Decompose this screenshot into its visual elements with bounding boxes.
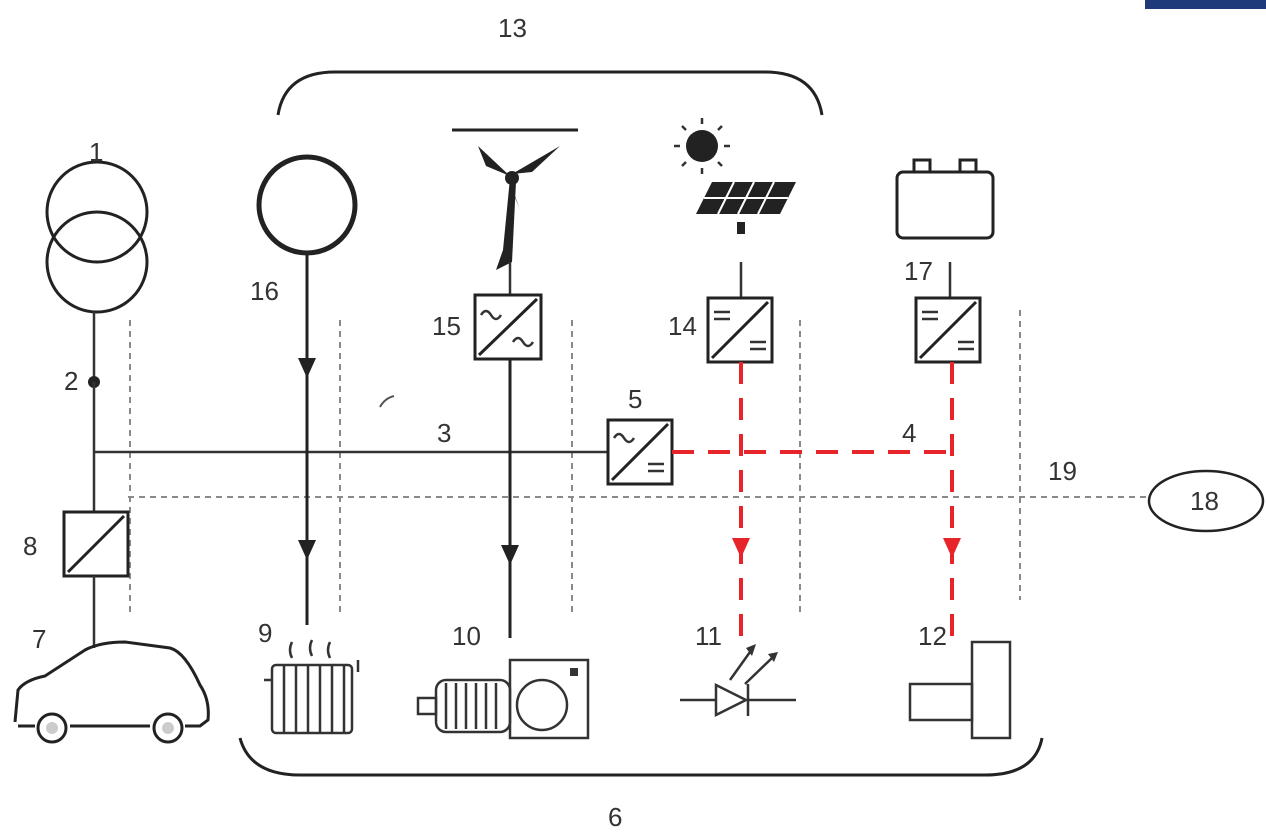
- corner-badge: [1145, 0, 1266, 9]
- label-9: 9: [258, 618, 272, 648]
- label-11: 11: [695, 621, 722, 651]
- inverter-icon: [473, 293, 543, 361]
- label-6: 6: [608, 802, 622, 832]
- motor-icon: [416, 658, 590, 740]
- led-icon: [680, 644, 796, 718]
- inverter-icon: [606, 418, 674, 486]
- controller-ellipse-icon: [1147, 469, 1265, 533]
- label-14: 14: [668, 311, 697, 341]
- label-7: 7: [32, 624, 46, 654]
- radiator-icon: [264, 639, 360, 735]
- stray-mark: [379, 395, 395, 408]
- label-13: 13: [498, 13, 527, 43]
- label-1: 1: [89, 137, 103, 167]
- label-16: 16: [250, 276, 279, 306]
- solar-panel-icon: [696, 181, 796, 234]
- label-15: 15: [432, 311, 461, 341]
- battery-icon: [895, 158, 995, 240]
- label-3: 3: [437, 418, 451, 448]
- label-2: 2: [64, 366, 78, 396]
- top-brace: [276, 70, 824, 116]
- dc-bus-lines: [672, 362, 954, 640]
- wind-turbine-icon: [478, 146, 560, 270]
- label-19: 19: [1048, 456, 1077, 486]
- label-12: 12: [918, 621, 947, 651]
- bottom-brace: [238, 737, 1044, 777]
- label-10: 10: [452, 621, 481, 651]
- label-8: 8: [23, 531, 37, 561]
- label-17: 17: [904, 256, 933, 286]
- car-icon: [13, 640, 210, 744]
- dc-dc-converter-icon: [706, 296, 774, 364]
- transformer-icon: [45, 160, 149, 314]
- label-4: 4: [902, 418, 916, 448]
- electrolyzer-icon: [908, 640, 1012, 740]
- label-5: 5: [628, 384, 642, 414]
- heat-source-icon: [256, 154, 358, 256]
- label-18: 18: [1190, 486, 1219, 516]
- dc-dc-converter-icon: [62, 510, 130, 578]
- sun-icon: [674, 118, 730, 174]
- dc-dc-converter-icon: [914, 296, 982, 364]
- separator-lines: [129, 310, 1021, 612]
